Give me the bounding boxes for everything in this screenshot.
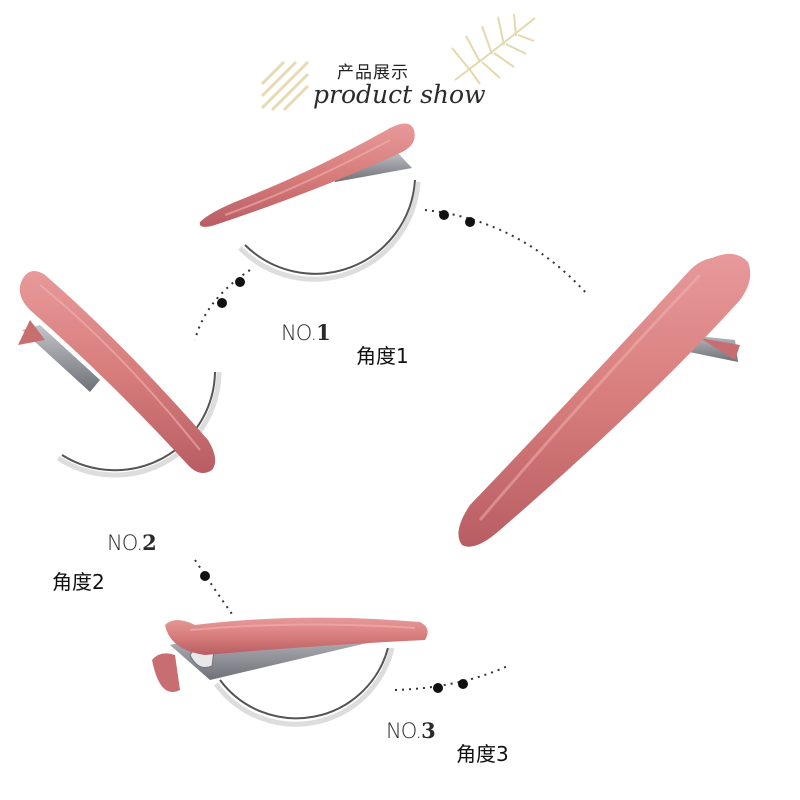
view-3-number-prefix: NO. <box>386 719 422 743</box>
connector-2 <box>194 269 251 341</box>
view-2-number-value: 2 <box>142 530 157 555</box>
shadow-circle-1 <box>238 179 421 282</box>
shadow-circle-3 <box>213 647 395 727</box>
view-2-number: NO.2 <box>107 530 157 555</box>
view-3-number-value: 3 <box>421 718 436 743</box>
view-3-angle-label: 角度3 <box>456 742 509 766</box>
connector-1 <box>424 209 589 296</box>
view-2-angle-label: 角度2 <box>52 570 105 594</box>
view-2-number-prefix: NO. <box>107 531 143 555</box>
hair-clip-view-1 <box>199 123 415 227</box>
hair-clip-view-4 <box>152 617 428 692</box>
view-1-number-value: 1 <box>316 320 331 345</box>
view-3-number: NO.3 <box>386 718 436 743</box>
title-english: product show <box>313 80 486 109</box>
hatched-square-decoration <box>260 60 310 112</box>
title-chinese: 产品展示 <box>337 63 409 83</box>
view-1-number-prefix: NO. <box>281 321 317 345</box>
shadow-circle-2 <box>56 371 222 478</box>
connector-3 <box>194 559 233 615</box>
hair-clip-view-3 <box>458 253 751 547</box>
view-1-number: NO.1 <box>281 320 331 345</box>
hair-clip-view-2 <box>18 271 216 474</box>
view-1-angle-label: 角度1 <box>356 344 409 368</box>
connector-4 <box>394 664 511 693</box>
leaf-icon <box>451 13 536 85</box>
